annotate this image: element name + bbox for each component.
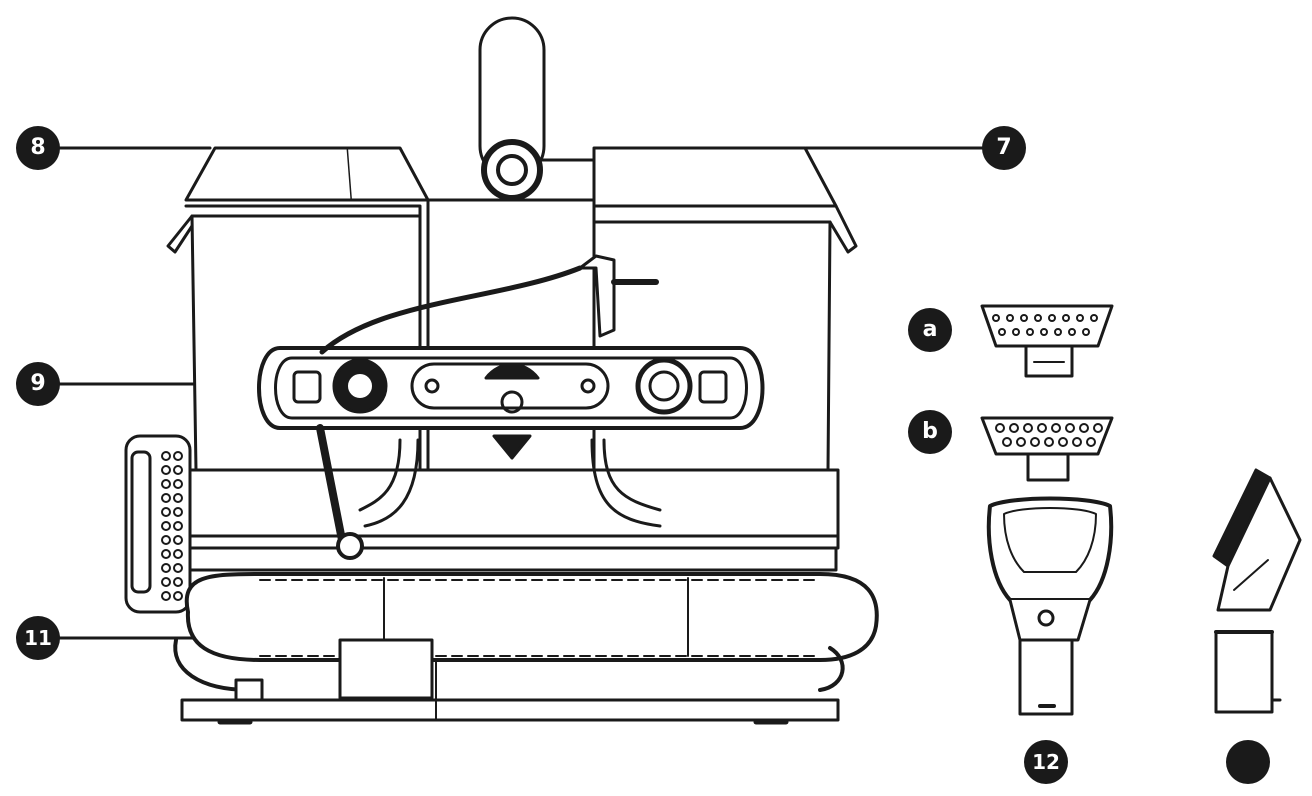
angled-brush-line [1233,559,1269,591]
accessory-a-brush [980,304,1114,378]
panel-bottom-notch [492,434,532,460]
callout-b: b [908,410,952,454]
side-brush-bristles [161,451,183,601]
right-leg-curve-2 [590,438,662,528]
wand-arm-end [336,532,364,560]
accessory-a-bristles [992,314,1098,336]
nozzle-base [1018,638,1074,716]
center-display-dot-right [580,378,596,394]
right-switch [698,370,728,404]
base-foot-left [234,678,264,702]
nozzle-head [986,496,1114,602]
control-panel-inner [274,356,748,420]
accessory-angled-brush [1212,468,1302,714]
accessory-12-nozzle [986,496,1114,716]
accessory-a-head [980,304,1114,348]
hose-coil [184,572,879,662]
callout-7: 7 [982,126,1026,170]
callout-8: 8 [16,126,60,170]
left-switch [292,370,322,404]
handle-pivot-inner [496,154,528,186]
control-dial-right-center [648,370,680,402]
base-plate [180,698,840,722]
main-unit [124,16,879,725]
angled-brush-body [1216,476,1302,612]
angled-brush-base [1214,630,1274,714]
accessory-b-bristles [995,423,1103,447]
nozzle-neck [1008,598,1092,642]
right-leg-curve [602,438,662,512]
callout-12: 12 [1024,740,1068,784]
center-indicator [484,363,540,380]
left-leg-curve [358,438,402,512]
right-tank-lid [592,146,838,208]
callout-11: 11 [16,616,60,660]
accessory-b-brush [980,416,1114,482]
spray-hose [319,265,583,355]
hose-clip [338,638,434,700]
side-brush-grip [130,450,152,594]
left-tank [190,214,422,472]
base-band [184,546,838,572]
nozzle-head-inner [1003,507,1097,573]
left-tank-lid [184,146,354,202]
accessory-a-neck [1024,344,1074,378]
callout-a: a [908,308,952,352]
lid-notch [346,146,430,202]
control-dial-left-center [346,372,374,400]
left-leg-curve-2 [363,438,420,528]
control-panel [257,346,765,430]
accessory-b-neck [1026,452,1070,482]
wand-arm [316,424,346,544]
callout-9: 9 [16,362,60,406]
center-indicator-knob [500,390,524,414]
nozzle-screw [1037,609,1055,627]
hose-connector [578,254,616,338]
callout-13 [1226,740,1270,784]
hose-lower-loop-right [818,646,845,692]
center-display-dot-left [424,378,440,394]
